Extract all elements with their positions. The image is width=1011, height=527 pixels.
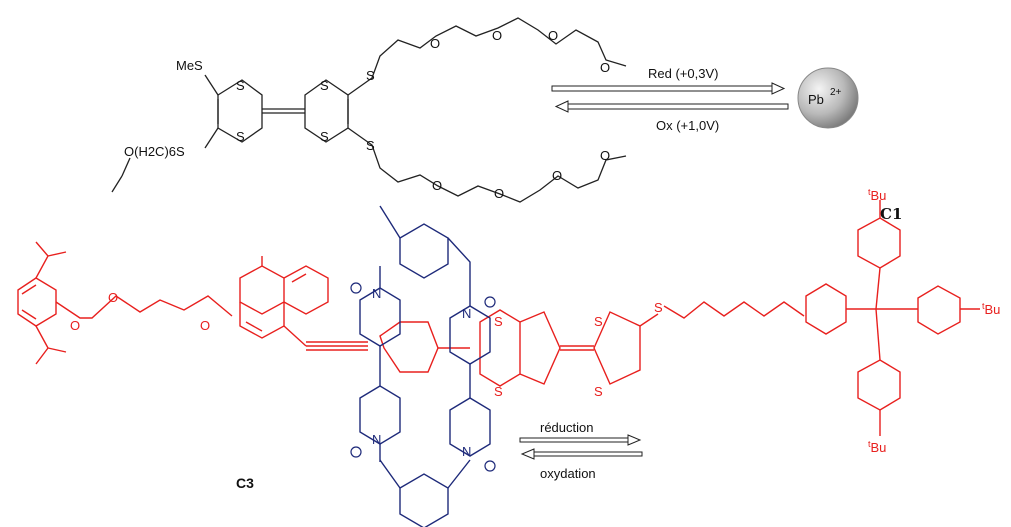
- ox-potential-label: Ox (+1,0V): [656, 118, 719, 133]
- axle-s-3: S: [594, 314, 603, 329]
- c1-equilibrium-arrows: Red (+0,3V) Ox (+1,0V): [551, 66, 789, 133]
- n-atom-4: N: [462, 444, 471, 459]
- s-atom-1: S: [236, 78, 245, 93]
- o-atom-2: O: [492, 28, 502, 43]
- axle-o-2: O: [108, 290, 118, 305]
- s-atom-2: S: [236, 129, 245, 144]
- s-atom-5: S: [366, 68, 375, 83]
- pb-charge: 2+: [830, 87, 842, 98]
- s-atom-3: S: [320, 78, 329, 93]
- s-atom-6: S: [366, 138, 375, 153]
- s-atom-4: S: [320, 129, 329, 144]
- c3-equilibrium-arrows: réduction oxydation: [519, 420, 643, 481]
- mes-label: MeS: [176, 58, 203, 73]
- oxidation-label: oxydation: [540, 466, 596, 481]
- axle-s-5: S: [654, 300, 663, 315]
- red-potential-label: Red (+0,3V): [648, 66, 718, 81]
- c1-label: C1: [880, 205, 902, 223]
- n-atom-1: N: [372, 286, 381, 301]
- c3-cyclophane: N N N N: [350, 205, 496, 527]
- tbu-top: tBu: [868, 187, 886, 203]
- axle-o-1: O: [70, 318, 80, 333]
- o-atom-6: O: [494, 186, 504, 201]
- reduction-label: réduction: [540, 420, 593, 435]
- o-atom-1: O: [430, 36, 440, 51]
- c3-axle: [17, 200, 980, 436]
- o-atom-8: O: [600, 148, 610, 163]
- c1-molecule: [111, 17, 627, 203]
- tbu-bottom: tBu: [868, 439, 886, 455]
- c1-atom-labels: MeS O(H2C)6S S S S S S S O O O O O O O O: [124, 28, 610, 201]
- n-atom-2: N: [462, 306, 471, 321]
- o-atom-5: O: [432, 178, 442, 193]
- axle-s-4: S: [594, 384, 603, 399]
- o-atom-7: O: [552, 168, 562, 183]
- tbu-right: tBu: [982, 301, 1000, 317]
- n-atom-3: N: [372, 432, 381, 447]
- axle-o-3: O: [200, 318, 210, 333]
- c3-axle-labels: O O O S S S S S tBu tBu tBu: [70, 187, 1000, 455]
- pb-label: Pb: [808, 92, 824, 107]
- axle-s-2: S: [494, 384, 503, 399]
- chain-label: O(H2C)6S: [124, 144, 185, 159]
- o-atom-3: O: [548, 28, 558, 43]
- axle-s-1: S: [494, 314, 503, 329]
- pb-ion: Pb 2+: [797, 67, 859, 129]
- o-atom-4: O: [600, 60, 610, 75]
- c3-label: C3: [236, 475, 254, 491]
